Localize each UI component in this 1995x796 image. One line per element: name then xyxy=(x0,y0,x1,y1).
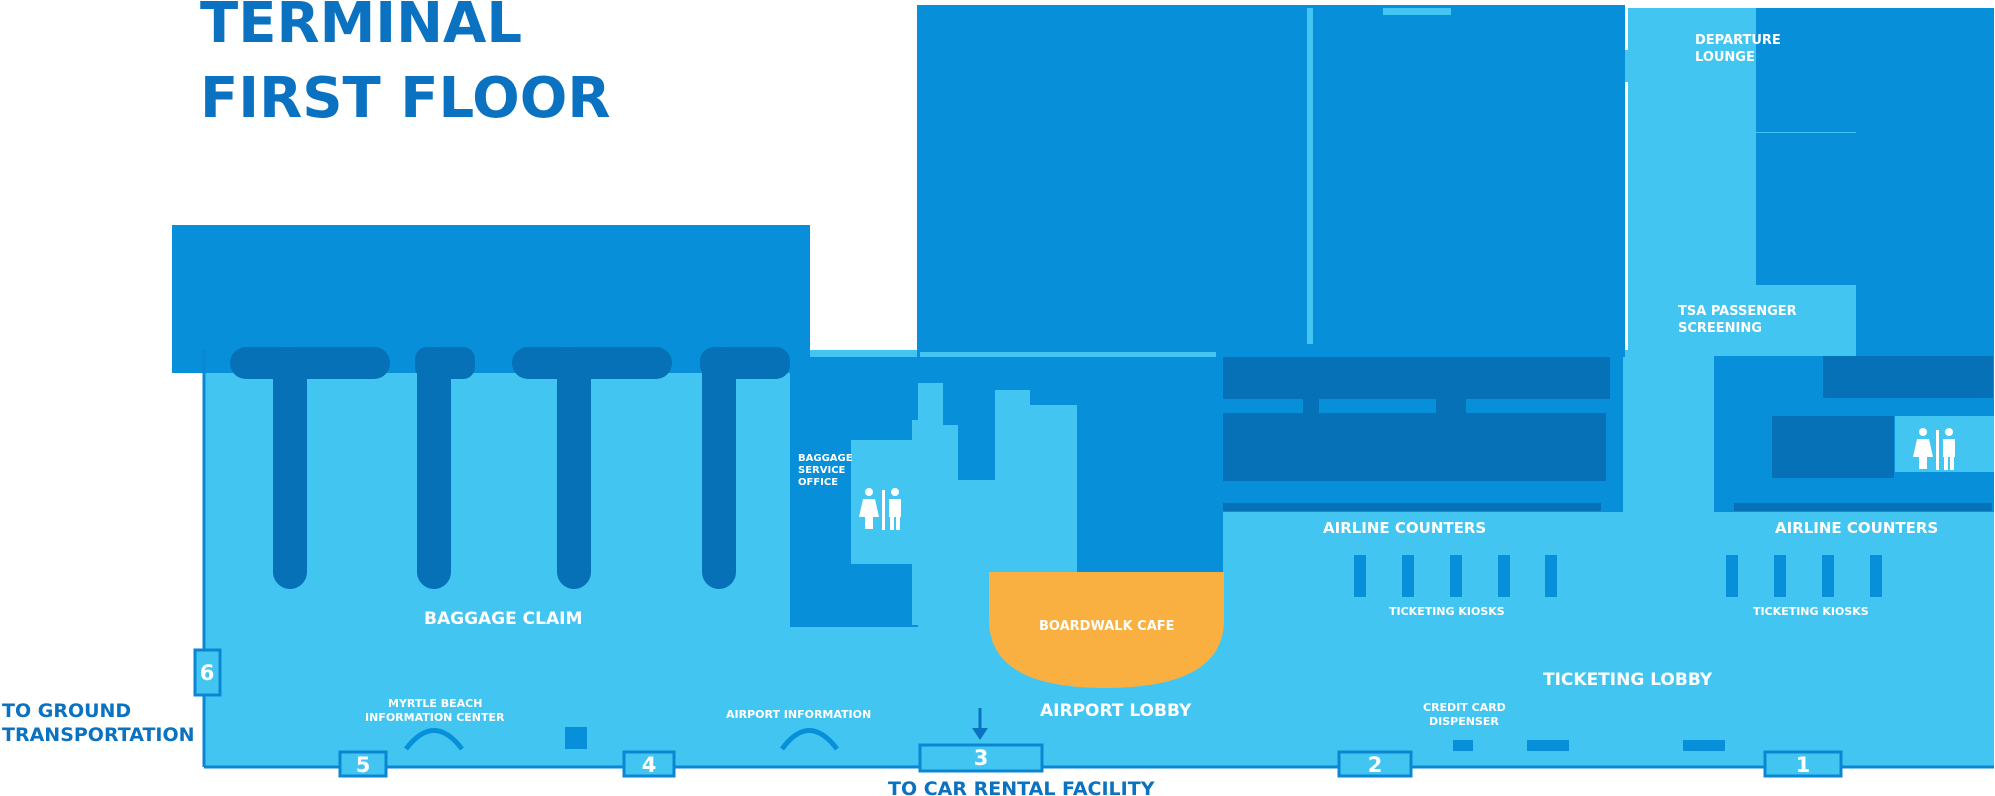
arrow-down-icon xyxy=(972,708,988,740)
ticketing-kiosks-left xyxy=(1354,555,1557,597)
door-1-label: 1 xyxy=(1796,753,1811,777)
door-6-label: 6 xyxy=(200,661,215,685)
baggage-service-label-2: SERVICE xyxy=(798,465,846,476)
ticketing-lobby-label: TICKETING LOBBY xyxy=(1543,670,1713,690)
ground-transport-label-1: TO GROUND xyxy=(2,700,131,722)
door-5[interactable]: 5 xyxy=(338,750,388,778)
baggage-claim-label: BAGGAGE CLAIM xyxy=(424,609,582,629)
baggage-service-label-3: OFFICE xyxy=(798,477,838,488)
boardwalk-cafe xyxy=(989,572,1224,688)
escalator-icon xyxy=(779,728,839,751)
door-3[interactable]: 3 xyxy=(918,743,1044,773)
right-block xyxy=(1714,8,1994,512)
tsa-screening-label-2: SCREENING xyxy=(1678,321,1762,336)
title-line2: FIRST FLOOR xyxy=(200,66,611,131)
ticketing-kiosks-right xyxy=(1726,555,1882,597)
restroom-icon xyxy=(859,488,901,530)
upper-central-block xyxy=(917,5,1625,512)
door-4-label: 4 xyxy=(642,753,657,777)
airport-lobby-label: AIRPORT LOBBY xyxy=(1040,701,1192,721)
departure-lounge-label-1: DEPARTURE xyxy=(1695,33,1781,48)
info-kiosk xyxy=(565,727,587,749)
ticketing-kiosks-right-label: TICKETING KIOSKS xyxy=(1753,605,1869,618)
door-5-label: 5 xyxy=(356,753,371,777)
boardwalk-cafe-label: BOARDWALK CAFE xyxy=(1039,619,1175,634)
escalator-icon xyxy=(404,728,464,751)
departure-lounge-label-2: LOUNGE xyxy=(1695,50,1755,65)
car-rental-label: TO CAR RENTAL FACILITY xyxy=(888,778,1155,796)
door-6[interactable]: 6 xyxy=(193,648,222,697)
airline-counters-right-label: AIRLINE COUNTERS xyxy=(1775,519,1938,537)
door-2-label: 2 xyxy=(1368,753,1383,777)
credit-card-label-1: CREDIT CARD xyxy=(1423,701,1506,714)
door-2[interactable]: 2 xyxy=(1337,750,1413,778)
title-line1: TERMINAL xyxy=(200,0,522,56)
baggage-service-label-1: BAGGAGE xyxy=(798,453,853,464)
myrtle-beach-label-1: MYRTLE BEACH xyxy=(388,697,482,710)
tsa-screening-label-1: TSA PASSENGER xyxy=(1678,304,1797,319)
credit-card-dispenser xyxy=(1453,740,1725,751)
door-3-label: 3 xyxy=(974,746,989,770)
door-4[interactable]: 4 xyxy=(622,750,676,778)
ground-transport-label-2: TRANSPORTATION xyxy=(2,724,195,746)
myrtle-beach-label-2: INFORMATION CENTER xyxy=(365,711,505,724)
baggage-service-office xyxy=(792,440,913,624)
restroom-icon xyxy=(1913,428,1955,470)
airline-counters-left-label: AIRLINE COUNTERS xyxy=(1323,519,1486,537)
ticketing-kiosks-left-label: TICKETING KIOSKS xyxy=(1389,605,1505,618)
central-lobby-block xyxy=(912,357,1223,625)
credit-card-label-2: DISPENSER xyxy=(1429,715,1499,728)
baggage-carousels xyxy=(230,347,790,589)
door-1[interactable]: 1 xyxy=(1763,750,1843,778)
airport-information-label: AIRPORT INFORMATION xyxy=(726,708,871,721)
